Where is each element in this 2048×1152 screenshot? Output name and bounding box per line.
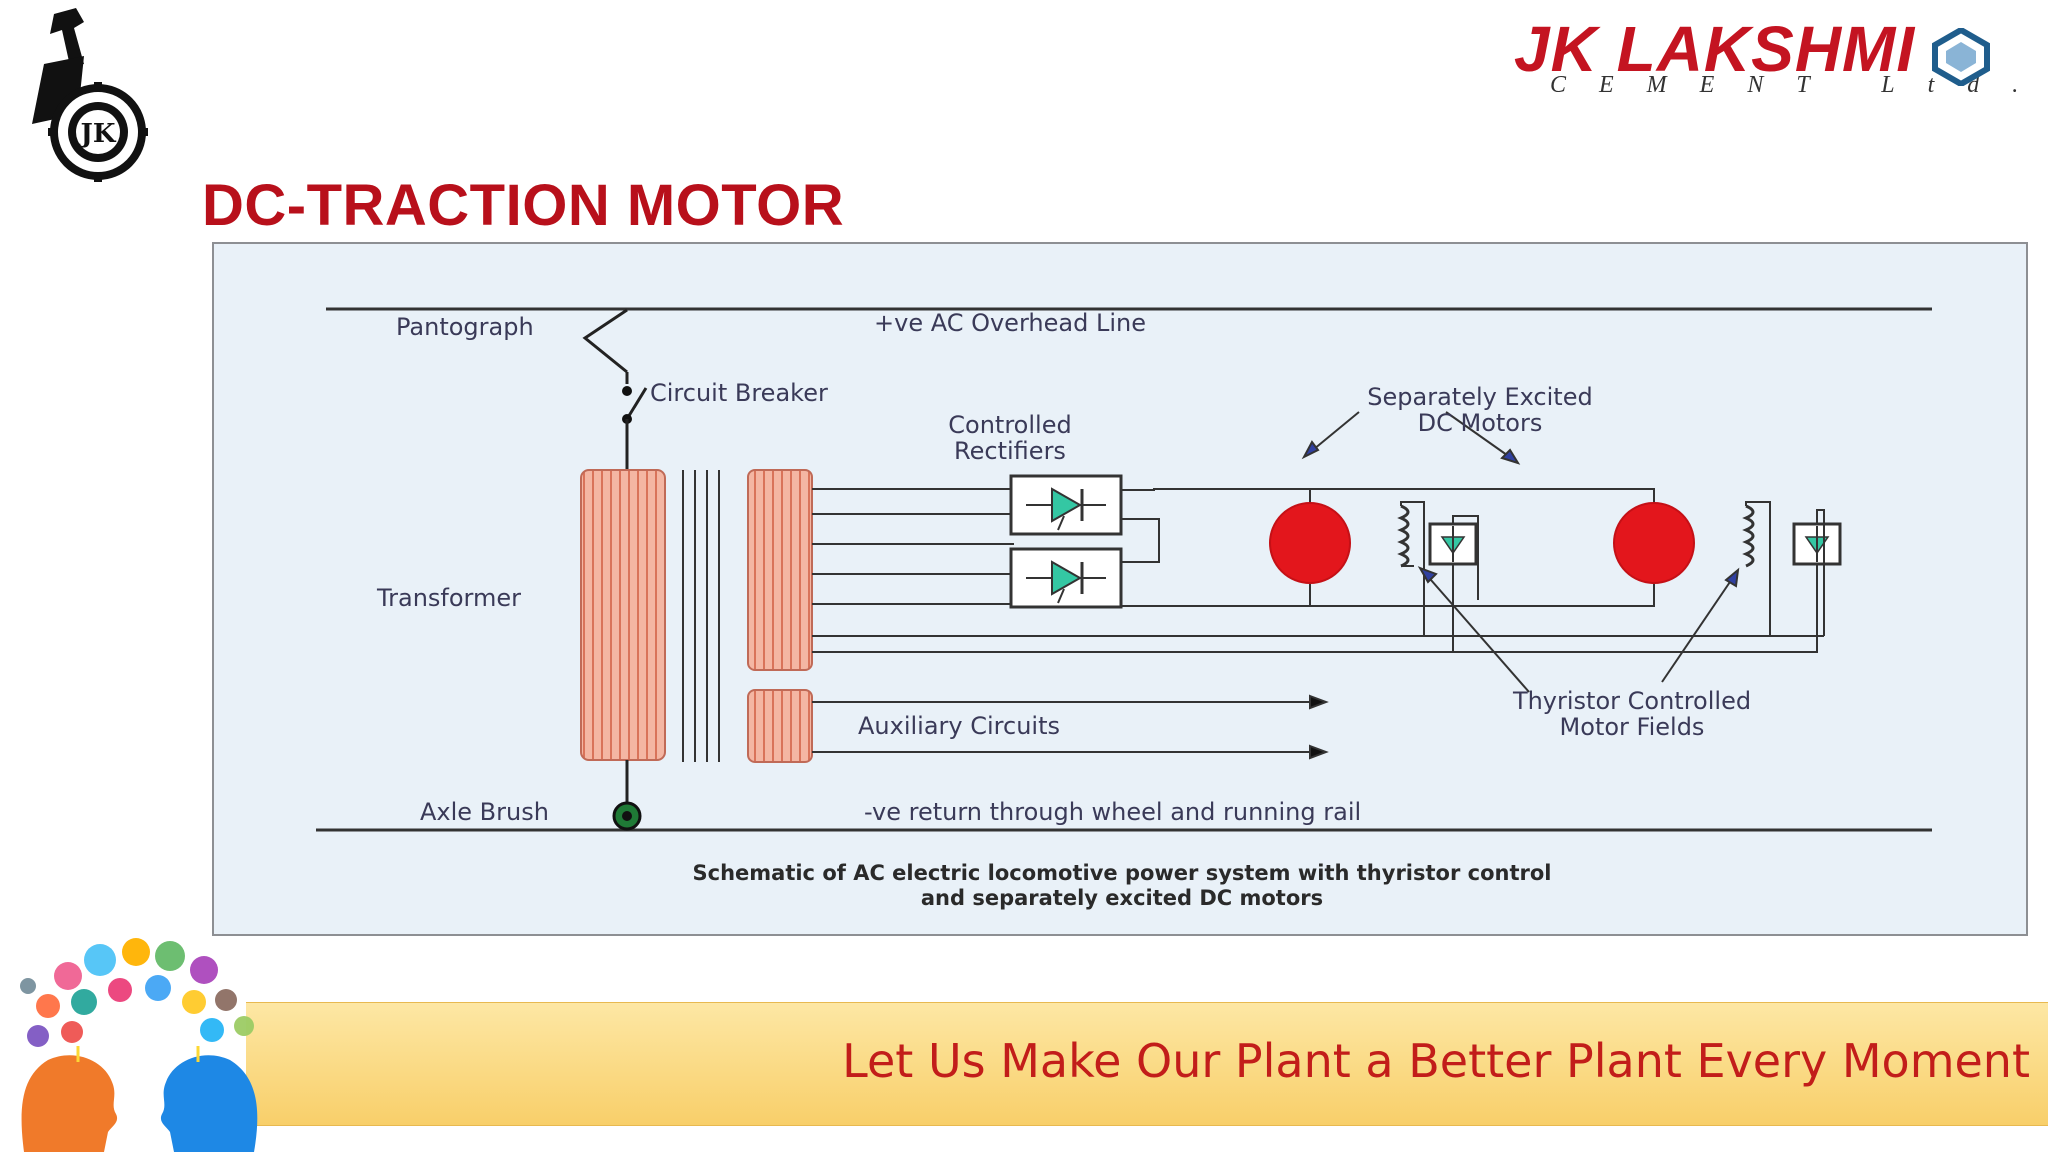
- diagram-caption-line-2: and separately excited DC motors: [921, 886, 1323, 910]
- slide-title: DC-TRACTION MOTOR: [202, 173, 845, 238]
- field-winding-2: [1742, 504, 1755, 568]
- auxiliary-coil: [747, 689, 813, 763]
- controlled-rectifier-2: [1009, 547, 1123, 609]
- controlled-rectifiers-label-1: Controlled: [948, 411, 1071, 439]
- dc-motor-1-icon: [1269, 502, 1351, 584]
- diagram-caption-line-1: Schematic of AC electric locomotive powe…: [693, 861, 1552, 885]
- footer-band: [246, 1002, 2048, 1126]
- brand-emblem-icon: [1932, 28, 1990, 86]
- controlled-rectifier-1: [1009, 474, 1123, 536]
- thyristor-label-1: Thyristor Controlled: [1512, 687, 1751, 715]
- controlled-rectifiers-label-2: Rectifiers: [954, 437, 1066, 465]
- return-path-label: -ve return through wheel and running rai…: [864, 798, 1361, 826]
- pantograph-label: Pantograph: [396, 313, 534, 341]
- circuit-breaker-label: Circuit Breaker: [650, 379, 828, 407]
- field-thyristor-1: [1428, 522, 1478, 566]
- auxiliary-circuits-label: Auxiliary Circuits: [858, 712, 1060, 740]
- field-winding-1: [1397, 504, 1410, 568]
- circuit-breaker-switch: [625, 387, 648, 420]
- schematic-diagram: Pantograph +ve AC Overhead Line Circuit …: [212, 242, 2028, 936]
- footer-slogan: Let Us Make Our Plant a Better Plant Eve…: [842, 1034, 2030, 1088]
- heads-illustration-icon: [20, 938, 258, 1152]
- separately-excited-label-2: DC Motors: [1418, 409, 1543, 437]
- brand-subtitle: CEMENT Ltd.: [1550, 72, 2048, 98]
- axle-brush-label: Axle Brush: [420, 798, 549, 826]
- pantograph: [582, 308, 628, 374]
- field-thyristor-2: [1792, 522, 1842, 566]
- separately-excited-label-1: Separately Excited: [1367, 383, 1592, 411]
- brand-name: JK LAKSHMI: [1514, 13, 1916, 85]
- transformer-primary-coil: [580, 469, 666, 761]
- brand-logo: JK LAKSHMI CEMENT Ltd.: [1514, 13, 2018, 102]
- dc-motor-2-icon: [1613, 502, 1695, 584]
- club-emblem-icon: JK: [32, 8, 148, 182]
- thyristor-label-2: Motor Fields: [1560, 713, 1705, 741]
- schematic-svg: Pantograph +ve AC Overhead Line Circuit …: [316, 307, 1932, 910]
- overhead-line-label: +ve AC Overhead Line: [874, 309, 1146, 337]
- transformer-label: Transformer: [376, 584, 521, 612]
- svg-text:JK: JK: [79, 119, 117, 149]
- transformer-secondary-coil: [747, 469, 813, 671]
